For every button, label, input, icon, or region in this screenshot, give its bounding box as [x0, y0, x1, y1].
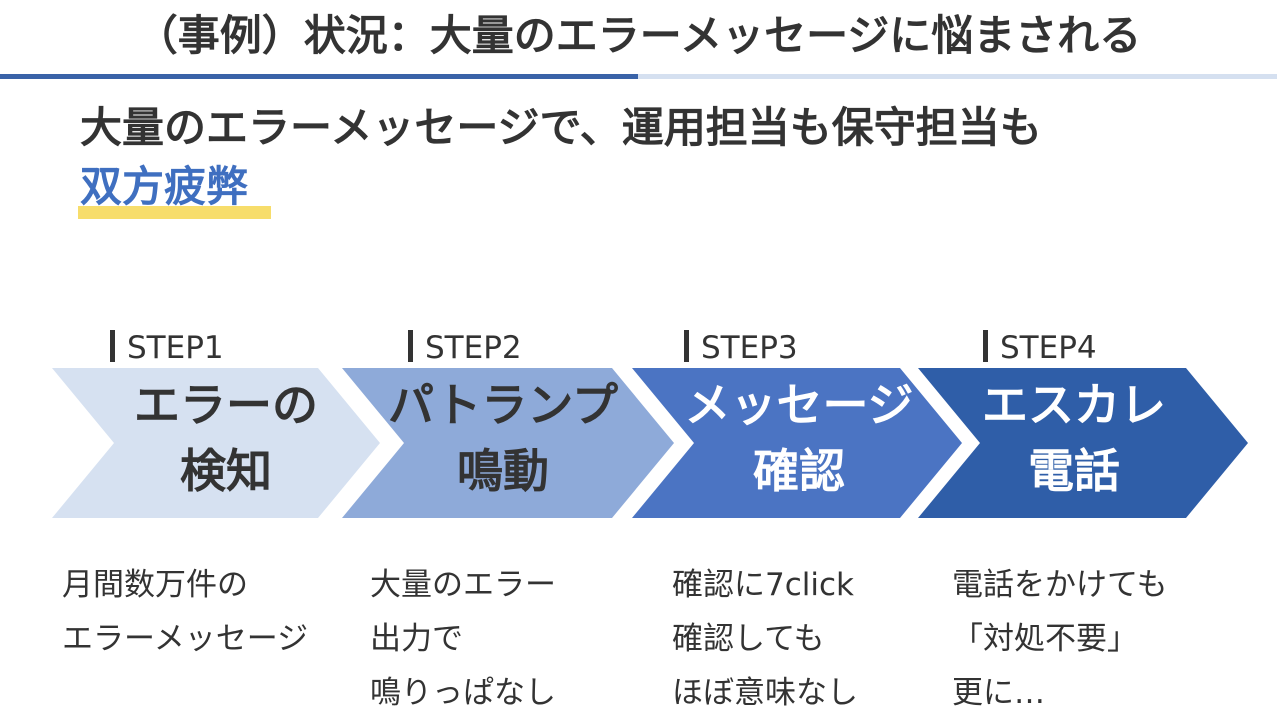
step-description-4: 電話をかけても 「対処不要」 更に… — [952, 558, 1167, 720]
description-line: 「対処不要」 — [952, 621, 1138, 657]
step-label-text: STEP3 — [701, 330, 798, 366]
chevron-text-4: エスカレ 電話 — [960, 372, 1188, 504]
step-label-1: STEP1 — [110, 328, 224, 368]
step-name-line2: 電話 — [1028, 444, 1120, 498]
description-line: 更に… — [952, 675, 1045, 711]
step-label-4: STEP4 — [983, 328, 1097, 368]
step-description-2: 大量のエラー 出力で 鳴りっぱなし — [370, 558, 556, 720]
step-marker-bar — [408, 330, 413, 362]
chevron-text-1: エラーの 検知 — [110, 372, 342, 504]
description-line: 月間数万件の — [62, 567, 248, 603]
description-line: 電話をかけても — [952, 567, 1168, 603]
chevron-step-2 — [342, 368, 674, 518]
step-label-3: STEP3 — [684, 328, 798, 368]
step-name-line2: 検知 — [180, 444, 272, 498]
step-label-2: STEP2 — [408, 328, 522, 368]
chevron-text-3: メッセージ 確認 — [664, 372, 934, 504]
step-name-line1: エスカレ — [982, 378, 1166, 432]
headline: 大量のエラーメッセージで、運用担当も保守担当も — [80, 103, 1042, 152]
highlight-marker — [78, 206, 271, 219]
description-line: 確認しても — [672, 621, 825, 657]
title-underline-light — [638, 74, 1277, 79]
step-label-text: STEP4 — [1000, 330, 1097, 366]
step-name-line2: 確認 — [753, 444, 845, 498]
page-title: （事例）状況：大量のエラーメッセージに悩まされる — [135, 11, 1142, 60]
chevron-text-2: パトランプ 鳴動 — [370, 372, 636, 504]
chevron-step-1 — [52, 368, 380, 518]
step-name-line1: エラーの — [134, 378, 318, 432]
step-description-3: 確認に7click 確認しても ほぼ意味なし — [672, 558, 858, 720]
description-line: エラーメッセージ — [62, 621, 309, 657]
highlight-text: 双方疲弊 — [80, 162, 249, 211]
description-line: ほぼ意味なし — [672, 675, 858, 711]
highlight-block: 双方疲弊 — [78, 158, 271, 224]
description-line: 大量のエラー — [370, 567, 556, 603]
step-label-text: STEP2 — [425, 330, 522, 366]
step-marker-bar — [110, 330, 115, 362]
step-name-line1: メッセージ — [684, 378, 914, 432]
description-line: 鳴りっぱなし — [370, 675, 556, 711]
step-name-line2: 鳴動 — [457, 444, 549, 498]
description-line: 確認に7click — [672, 567, 854, 603]
step-marker-bar — [684, 330, 689, 362]
description-line: 出力で — [370, 621, 463, 657]
step-marker-bar — [983, 330, 988, 362]
title-underline-dark — [0, 74, 638, 79]
chevron-step-3 — [632, 368, 962, 518]
step-description-1: 月間数万件の エラーメッセージ — [62, 558, 308, 666]
chevron-step-4 — [918, 368, 1248, 518]
step-name-line1: パトランプ — [388, 378, 618, 432]
step-label-text: STEP1 — [127, 330, 224, 366]
